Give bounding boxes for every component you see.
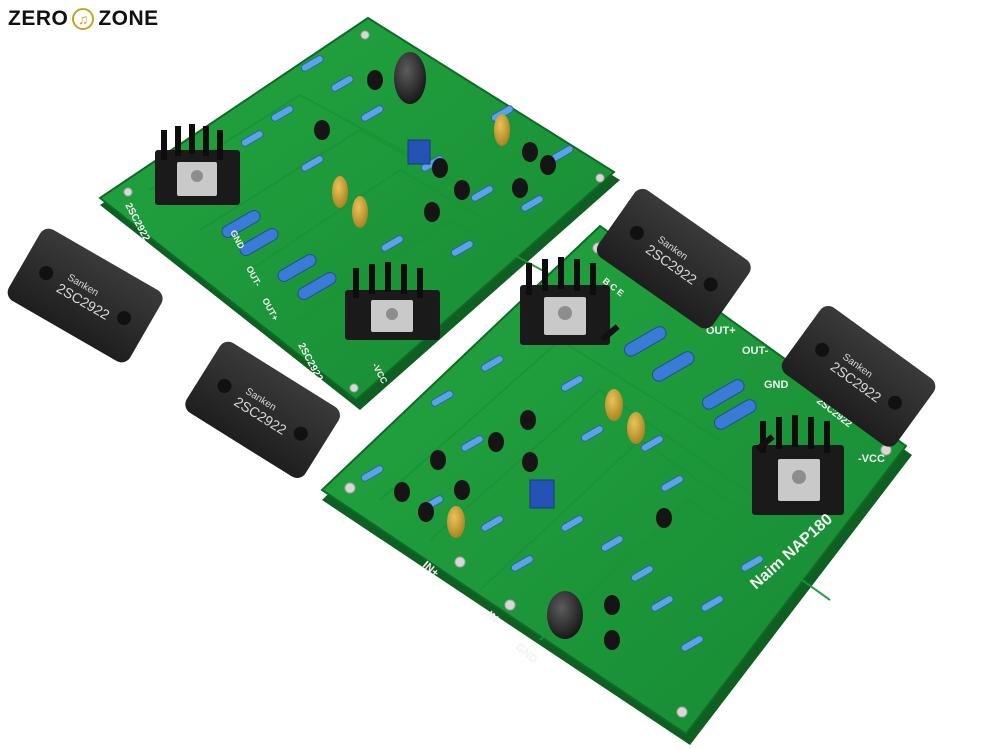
pcb-board-top-left: 2SC2922 2SC2922 GND OUT+ OUT- -VCC — [98, 16, 620, 410]
silk-gnd-bottom: GND — [513, 641, 539, 666]
logo-text-left: ZERO — [8, 7, 69, 30]
silk-out-plus: OUT+ — [706, 325, 736, 337]
power-transistor-2sc2922-bottom-left: Sanken 2SC2922 — [185, 341, 340, 478]
music-note-icon: ♫ — [72, 8, 95, 30]
silk-gnd-right: GND — [764, 379, 789, 391]
power-transistor-2sc2922-left: Sanken 2SC2922 — [7, 228, 163, 363]
power-transistor-2sc2922-right: Sanken 2SC2922 — [781, 305, 936, 447]
pcb-board-bottom-right: Naim NAP180 -VCC OUT+ OUT- GND IN+ IN- G… — [320, 224, 912, 745]
silk-vcc: -VCC — [858, 453, 885, 465]
logo-text-right: ZONE — [98, 7, 159, 30]
zero-zone-logo: ZERO ♫ ZONE — [8, 4, 159, 34]
silk-out-minus: OUT- — [742, 345, 769, 357]
power-transistor-2sc2922-top-right: Sanken 2SC2922 — [596, 188, 751, 329]
